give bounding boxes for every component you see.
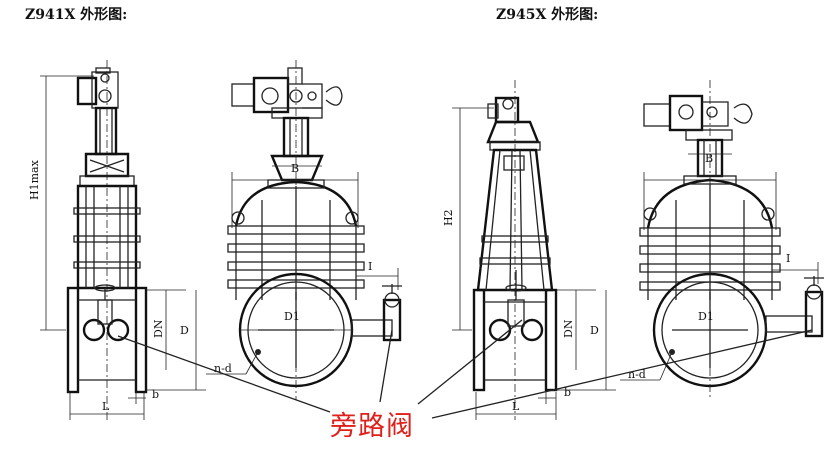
title-z945x: Z945X 外形图: [496,7,599,23]
z945x-front-view [472,80,558,420]
bypass-valve-label: 旁路阀 [330,411,414,442]
dim-d1-left: D1 [284,310,300,323]
dim-l-right: L [512,400,520,413]
dim-d-right: D [590,324,599,337]
dim-i-left: I [368,260,372,273]
dim-b-left: b [152,388,159,401]
dim-d-left: D [180,324,189,337]
callout-leaders [117,319,813,419]
z945x-side-view: B D1 [620,80,824,400]
z941x-front-view [66,60,148,420]
dim-dn-right: DN [562,319,575,338]
z945x-dimensions: H2 DN D L b [442,107,616,420]
dim-b-upper-right: B [705,152,713,165]
z941x-dimensions: H1max DN D L b [28,75,206,420]
z941x-side-view: B D1 [206,60,402,400]
dim-dn-left: DN [152,319,165,338]
dim-l-left: L [102,400,110,413]
dim-h2: H2 [442,209,455,226]
dim-d1-right: D1 [698,310,714,323]
dim-h1max: H1max [28,159,41,200]
dim-b-upper-left: B [291,162,299,175]
dim-b-right: b [564,386,571,399]
title-z941x: Z941X 外形图: [25,7,128,23]
dim-i-right: I [786,252,790,265]
